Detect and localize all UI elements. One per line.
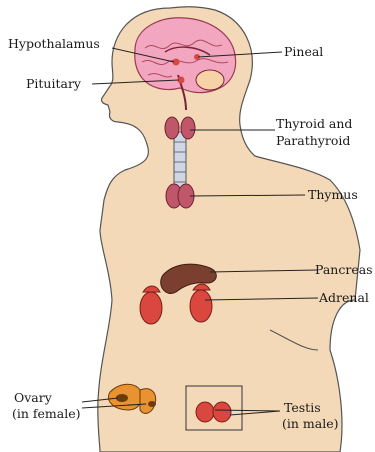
label-pineal: Pineal — [284, 44, 323, 59]
label-pituitary: Pituitary — [26, 76, 82, 91]
label-testis-line1: Testis — [284, 400, 321, 415]
thymus-gland — [166, 184, 194, 208]
label-hypothalamus: Hypothalamus — [8, 36, 100, 51]
label-pancreas: Pancreas — [315, 262, 373, 277]
label-ovary-line2: (in female) — [12, 406, 81, 421]
label-thyroid-line1: Thyroid and — [276, 116, 352, 131]
right-adrenal-kidney — [190, 284, 212, 322]
label-thyroid-line2: Parathyroid — [276, 133, 350, 148]
trachea — [174, 132, 186, 192]
label-thymus: Thymus — [308, 187, 358, 202]
label-ovary-line1: Ovary — [14, 390, 53, 405]
left-adrenal-kidney — [140, 286, 162, 324]
label-testis-line2: (in male) — [282, 416, 338, 431]
label-adrenal: Adrenal — [318, 290, 369, 305]
